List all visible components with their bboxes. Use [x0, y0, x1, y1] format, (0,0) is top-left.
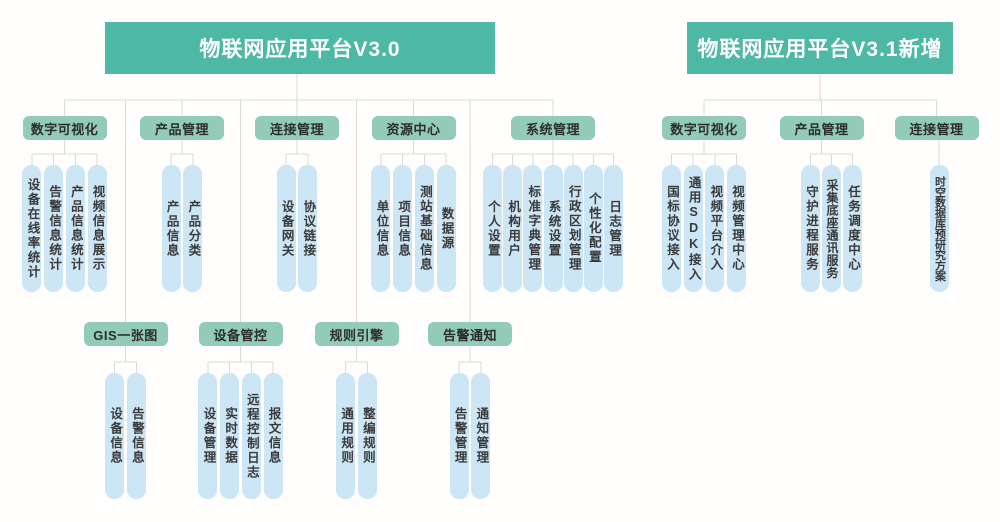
leaf-pill-label: 视频平台介入 [708, 185, 723, 272]
leaf-pill-label: 标准字典管理 [526, 185, 541, 272]
leaf-pill: 项目信息 [393, 165, 413, 292]
category-box: 系统管理 [511, 116, 595, 140]
category-box: 连接管理 [894, 116, 979, 140]
leaf-pill-label: 设备管理 [201, 407, 216, 465]
leaf-pill: 设备在线率统计 [22, 165, 42, 292]
leaf-pill-label: 数据源 [439, 206, 454, 251]
leaf-pill: 国标协议接入 [661, 165, 681, 292]
leaf-pill-label: 个人设置 [485, 199, 500, 258]
leaf-pill: 单位信息 [371, 165, 391, 292]
leaf-pill: 测站基础信息 [414, 165, 434, 292]
leaf-pill-label: 实时数据 [223, 407, 238, 465]
leaf-pill: 产品信息 [161, 165, 181, 292]
leaf-pill: 日志管理 [604, 165, 624, 292]
leaf-pill: 产品信息统计 [65, 165, 85, 292]
leaf-pill-label: 国标协议接入 [664, 185, 679, 272]
leaf-pill: 行政区划管理 [563, 165, 583, 292]
category-box: 产品管理 [779, 116, 864, 140]
leaf-pill-label: 任务调度中心 [846, 185, 860, 272]
leaf-pill-label: 产品信息 [164, 199, 179, 258]
leaf-pill-label: 产品信息统计 [68, 185, 83, 272]
leaf-pill: 报文信息 [263, 373, 283, 499]
leaf-pill-label: 时空数据库预研究方案 [933, 176, 946, 281]
leaf-pill-label: 设备信息 [108, 407, 123, 465]
leaf-pill: 个性化配置 [583, 165, 603, 292]
leaf-pill: 任务调度中心 [843, 165, 862, 292]
category-box: 数字可视化 [662, 116, 746, 140]
category-box: 告警通知 [428, 322, 512, 346]
leaf-pill-label: 系统设置 [546, 199, 561, 258]
leaf-pill-label: 单位信息 [374, 199, 389, 258]
leaf-pill-label: 远程控制日志 [244, 392, 259, 480]
leaf-pill: 通用SDK接入 [683, 165, 703, 292]
leaf-pill: 守护进程服务 [801, 165, 820, 292]
leaf-pill: 设备管理 [198, 373, 218, 499]
leaf-pill-label: 视频管理中心 [730, 185, 745, 272]
leaf-pill: 实时数据 [220, 373, 240, 499]
leaf-pill: 系统设置 [543, 165, 563, 292]
leaf-pill-label: 采集底座通讯服务 [825, 178, 839, 279]
leaf-pill: 通知管理 [471, 373, 491, 499]
leaf-pill-label: 项目信息 [396, 199, 411, 258]
leaf-pill-label: 报文信息 [266, 407, 281, 465]
leaf-pill-label: 设备网关 [279, 199, 294, 258]
leaf-pill-label: 通用规则 [339, 407, 354, 465]
leaf-pill: 视频管理中心 [727, 165, 747, 292]
leaf-pill: 个人设置 [482, 165, 502, 292]
leaf-pill: 标准字典管理 [523, 165, 543, 292]
category-box: 产品管理 [140, 116, 224, 140]
leaf-pill-label: 告警信息统计 [47, 185, 62, 272]
leaf-pill: 视频信息展示 [87, 165, 107, 292]
leaf-pill-label: 行政区划管理 [566, 185, 581, 272]
leaf-pill-label: 告警管理 [452, 407, 467, 465]
leaf-pill-label: 机构用户 [506, 199, 521, 258]
leaf-pill: 远程控制日志 [241, 373, 261, 499]
leaf-pill: 采集底座通讯服务 [822, 165, 841, 292]
leaf-pill: 机构用户 [503, 165, 523, 292]
leaf-pill: 视频平台介入 [705, 165, 725, 292]
leaf-pill: 通用规则 [336, 373, 356, 499]
category-box: 资源中心 [371, 116, 456, 140]
leaf-pill: 时空数据库预研究方案 [929, 165, 949, 292]
leaf-pill: 告警管理 [449, 373, 469, 499]
category-box: 数字可视化 [22, 116, 107, 140]
leaf-pill: 产品分类 [183, 165, 203, 292]
leaf-pill-label: 通知管理 [474, 407, 489, 465]
leaf-pill: 协议链接 [298, 165, 318, 292]
leaf-pill: 数据源 [436, 165, 456, 292]
leaf-pill: 告警信息统计 [44, 165, 64, 292]
leaf-pill: 设备网关 [276, 165, 296, 292]
leaf-pill-label: 产品分类 [186, 199, 201, 258]
leaf-pill-label: 协议链接 [301, 199, 316, 258]
leaf-pill-label: 守护进程服务 [804, 185, 818, 272]
leaf-pill-label: 日志管理 [607, 199, 622, 258]
leaf-pill-label: 设备在线率统计 [25, 177, 40, 280]
section-title: 物联网应用平台V3.0 [105, 22, 495, 74]
leaf-pill-label: 通用SDK接入 [686, 175, 701, 282]
leaf-pill-label: 整编规则 [360, 407, 375, 465]
leaf-pill-label: 个性化配置 [586, 192, 601, 265]
category-box: 连接管理 [255, 116, 339, 140]
leaf-pill-label: 视频信息展示 [90, 185, 105, 272]
leaf-pill-label: 测站基础信息 [417, 185, 432, 272]
leaf-pill: 设备信息 [105, 373, 125, 499]
category-box: 规则引擎 [314, 322, 399, 346]
category-box: GIS一张图 [83, 322, 168, 346]
leaf-pill-label: 告警信息 [129, 407, 144, 465]
category-box: 设备管控 [198, 322, 283, 346]
leaf-pill: 整编规则 [357, 373, 377, 499]
leaf-pill: 告警信息 [126, 373, 146, 499]
section-title: 物联网应用平台V3.1新增 [687, 22, 953, 74]
